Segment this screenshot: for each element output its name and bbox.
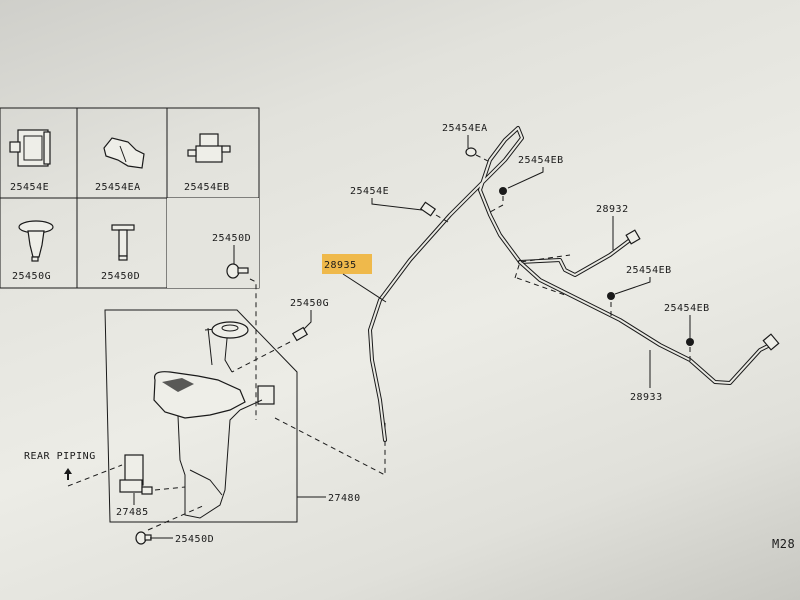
highlight-marker [322, 254, 372, 274]
clip-25454eb-icon [607, 292, 615, 300]
callout-label: 25454EA [442, 123, 488, 134]
legend-box: 25454E 25454EA 25454EB 25450G 25450D [0, 107, 260, 289]
clip-25454e-icon [9, 129, 51, 167]
callout-label: REAR PIPING [24, 451, 96, 462]
callout-label: 25454E [350, 186, 389, 197]
hose-28935 [368, 126, 524, 442]
callout-label: 25454EB [626, 265, 672, 276]
grommet-clip-icon [18, 220, 54, 262]
legend-label: 25450G [12, 271, 51, 282]
grommet-clip-icon [291, 326, 309, 342]
callout-label-highlighted: 28935 [324, 260, 357, 271]
legend-label: 25454EB [184, 182, 230, 193]
clip-25454eb-icon [499, 187, 507, 195]
hose-connector-icon [625, 229, 641, 245]
screw-clip-icon [135, 531, 152, 545]
callout-label: 28933 [630, 392, 663, 403]
hose-connector-icon [762, 333, 780, 351]
callout-label: 28932 [596, 204, 629, 215]
clip-25454e-icon [419, 201, 437, 217]
callout-label: 25450D [212, 233, 251, 244]
callout-label: 27485 [116, 507, 149, 518]
clip-25454ea-icon [103, 137, 145, 169]
page-code: M28 [772, 537, 795, 551]
callout-label: 27480 [328, 493, 361, 504]
tank-frame [104, 309, 298, 523]
washer-pump [119, 454, 153, 495]
screw-clip-icon [226, 263, 249, 279]
callout-label: 25454EB [518, 155, 564, 166]
callout-label: 25450D [175, 534, 214, 545]
clip-25454eb-icon [187, 133, 231, 163]
legend-label: 25454E [10, 182, 49, 193]
washer-tank-assembly [104, 309, 298, 523]
legend-label: 25450D [101, 271, 140, 282]
legend-label: 25454EA [95, 182, 141, 193]
clip-25454ea-icon [465, 147, 477, 157]
screw-clip-icon [111, 224, 135, 261]
callout-label: 25450G [290, 298, 329, 309]
arrow-up-icon [64, 468, 72, 480]
clip-25454eb-icon [686, 338, 694, 346]
callout-label: 25454EB [664, 303, 710, 314]
